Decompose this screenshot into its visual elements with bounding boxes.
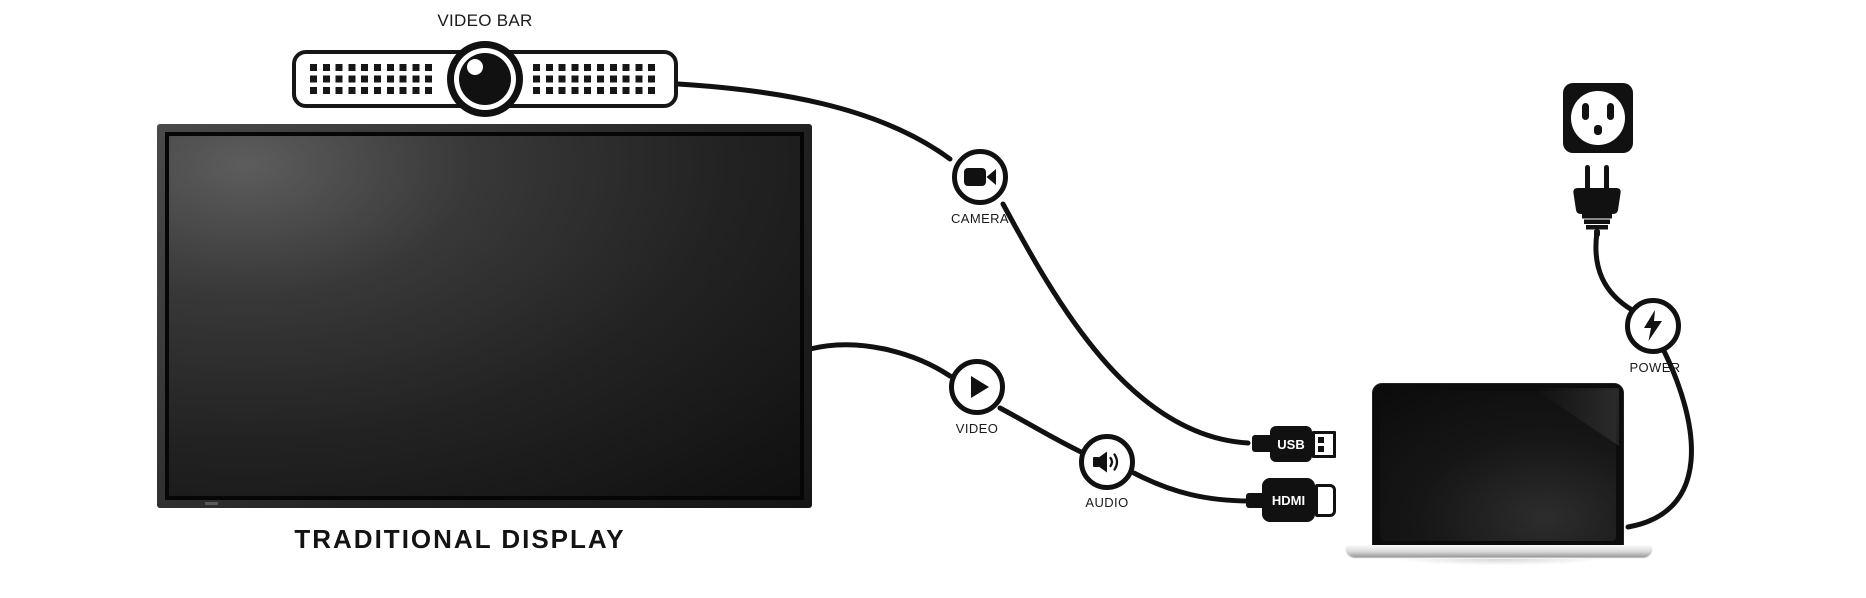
laptop-panel [1380, 391, 1616, 541]
video-node-label: VIDEO [955, 421, 999, 436]
power-node [1625, 298, 1681, 354]
power-outlet-icon [1563, 83, 1633, 153]
audio-node-label: AUDIO [1085, 495, 1129, 510]
lightning-bolt-icon [1644, 310, 1662, 341]
hdmi-cable-stub [1246, 493, 1266, 508]
laptop-screen [1372, 383, 1624, 549]
video-camera-icon [964, 168, 996, 186]
cable-power-to-laptop [1625, 348, 1694, 530]
speaker-icon [1092, 451, 1118, 473]
display-sensor-notch [205, 502, 218, 505]
power-node-label: POWER [1629, 360, 1681, 375]
speaker-grille-right-icon [533, 64, 661, 94]
laptop-base [1346, 545, 1652, 557]
video-node [949, 359, 1005, 415]
camera-node-label: CAMERA [950, 211, 1010, 226]
cable-video-to-audio [997, 405, 1086, 456]
traditional-display [157, 124, 812, 508]
usb-pin [1318, 437, 1324, 443]
hdmi-connector-label: HDMI [1271, 492, 1306, 508]
camera-lens-icon [447, 41, 523, 117]
laptop-shadow [1352, 559, 1648, 568]
power-plug-icon [1573, 165, 1621, 237]
cable-camera-to-usb [1000, 201, 1251, 446]
cable-audio-to-hdmi [1131, 470, 1253, 504]
usb-pin [1318, 446, 1324, 452]
cable-display-to-video [807, 342, 953, 379]
camera-node [952, 149, 1008, 205]
video-bar-label: VIDEO BAR [437, 11, 533, 30]
hdmi-plug-icon [1315, 484, 1336, 517]
lens-glint [467, 59, 483, 75]
usb-connector-label: USB [1277, 436, 1305, 452]
usb-plug-icon [1312, 431, 1336, 458]
speaker-grille-left-icon [310, 64, 438, 94]
usb-cable-stub [1252, 435, 1274, 452]
cable-videobar-to-camera [675, 81, 953, 162]
play-icon [970, 376, 989, 398]
hdmi-connector: HDMI [1262, 478, 1315, 522]
display-screen [165, 132, 804, 500]
display-caption: TRADITIONAL DISPLAY [294, 524, 626, 554]
cable-plug-to-power [1593, 229, 1635, 313]
usb-connector: USB [1270, 426, 1312, 462]
audio-node [1079, 434, 1135, 490]
